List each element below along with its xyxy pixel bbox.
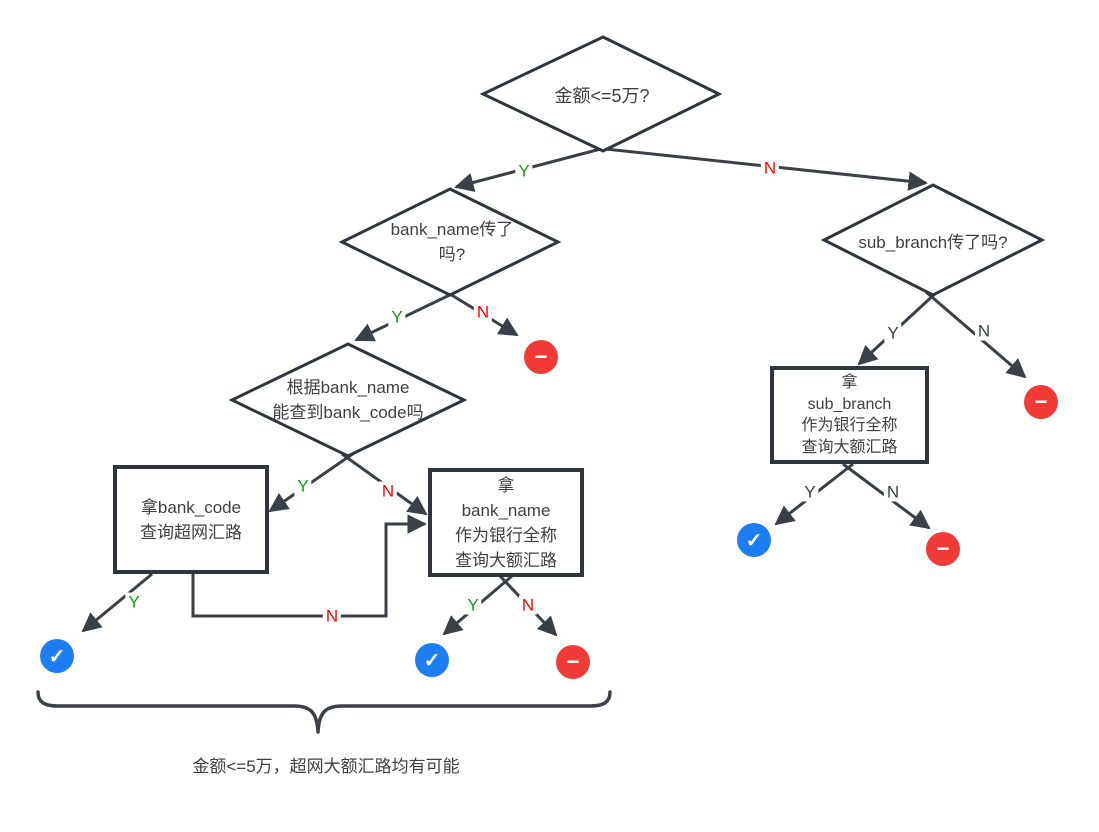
check-glyph: ✓ — [423, 649, 441, 672]
edge-label-subbranch-yes: Y — [884, 323, 902, 343]
process-bankname-shape — [428, 468, 584, 577]
minus-glyph: − — [566, 649, 580, 674]
edge-label-subbig-no: N — [883, 482, 903, 502]
edge-superroute-no — [191, 514, 427, 618]
check-icon: ✓ — [415, 643, 449, 677]
decision-bankcode-shape — [228, 342, 468, 458]
edge-label-bankcode-yes: Y — [294, 476, 312, 496]
check-icon: ✓ — [40, 639, 74, 673]
minus-icon: − — [926, 532, 960, 566]
decision-bankname-shape — [338, 187, 562, 297]
decision-amount-shape — [479, 35, 723, 153]
edge-label-amount-yes: Y — [515, 161, 533, 181]
process-bankname-label: 拿 bank_name 作为银行全称 查询大额汇路 — [455, 475, 557, 570]
minus-glyph: − — [1034, 389, 1048, 414]
edge-bankcode-yes — [268, 451, 355, 513]
decision-subbranch-shape — [820, 183, 1046, 297]
minus-glyph: − — [534, 344, 548, 369]
caption-text: 金额<=5万，超网大额汇路均有可能 — [192, 757, 460, 776]
decision-subbranch-label: sub_branch传了吗? — [858, 232, 1008, 252]
edge-label-bigroute-yes: Y — [464, 595, 482, 615]
edge-label-amount-no: N — [760, 158, 780, 178]
edge-label-bankname-yes: Y — [388, 307, 406, 327]
minus-icon: − — [556, 645, 590, 679]
edge-bankname-yes — [354, 289, 459, 342]
process-subbranch-shape — [770, 366, 929, 464]
edge-label-superroute-yes: Y — [125, 592, 143, 612]
check-glyph: ✓ — [745, 529, 763, 552]
minus-glyph: − — [936, 536, 950, 561]
decision-bankname-label: bank_name传了 吗? — [390, 220, 514, 264]
minus-icon: − — [1024, 385, 1058, 419]
check-icon: ✓ — [737, 523, 771, 557]
decision-bankcode-label: 根据bank_name 能查到bank_code吗 — [272, 378, 424, 422]
process-bankcode-shape — [113, 465, 269, 574]
edge-label-bigroute-no: N — [518, 595, 538, 615]
edge-amount-yes — [454, 144, 613, 192]
brace — [36, 690, 612, 734]
process-subbranch-label: 拿 sub_branch 作为银行全称 查询大额汇路 — [801, 374, 898, 456]
check-glyph: ✓ — [48, 645, 66, 668]
edge-label-bankcode-no: N — [378, 481, 398, 501]
edge-label-subbig-yes: Y — [801, 482, 819, 502]
edge-label-subbranch-no: N — [974, 321, 994, 341]
process-bankcode-label: 拿bank_code 查询超网汇路 — [140, 497, 242, 542]
decision-amount-label: 金额<=5万? — [554, 86, 650, 106]
edge-label-bankname-no: N — [473, 302, 493, 322]
edge-label-superroute-no: N — [322, 606, 342, 626]
minus-icon: − — [524, 340, 558, 374]
edge-superroute-yes — [81, 572, 153, 633]
